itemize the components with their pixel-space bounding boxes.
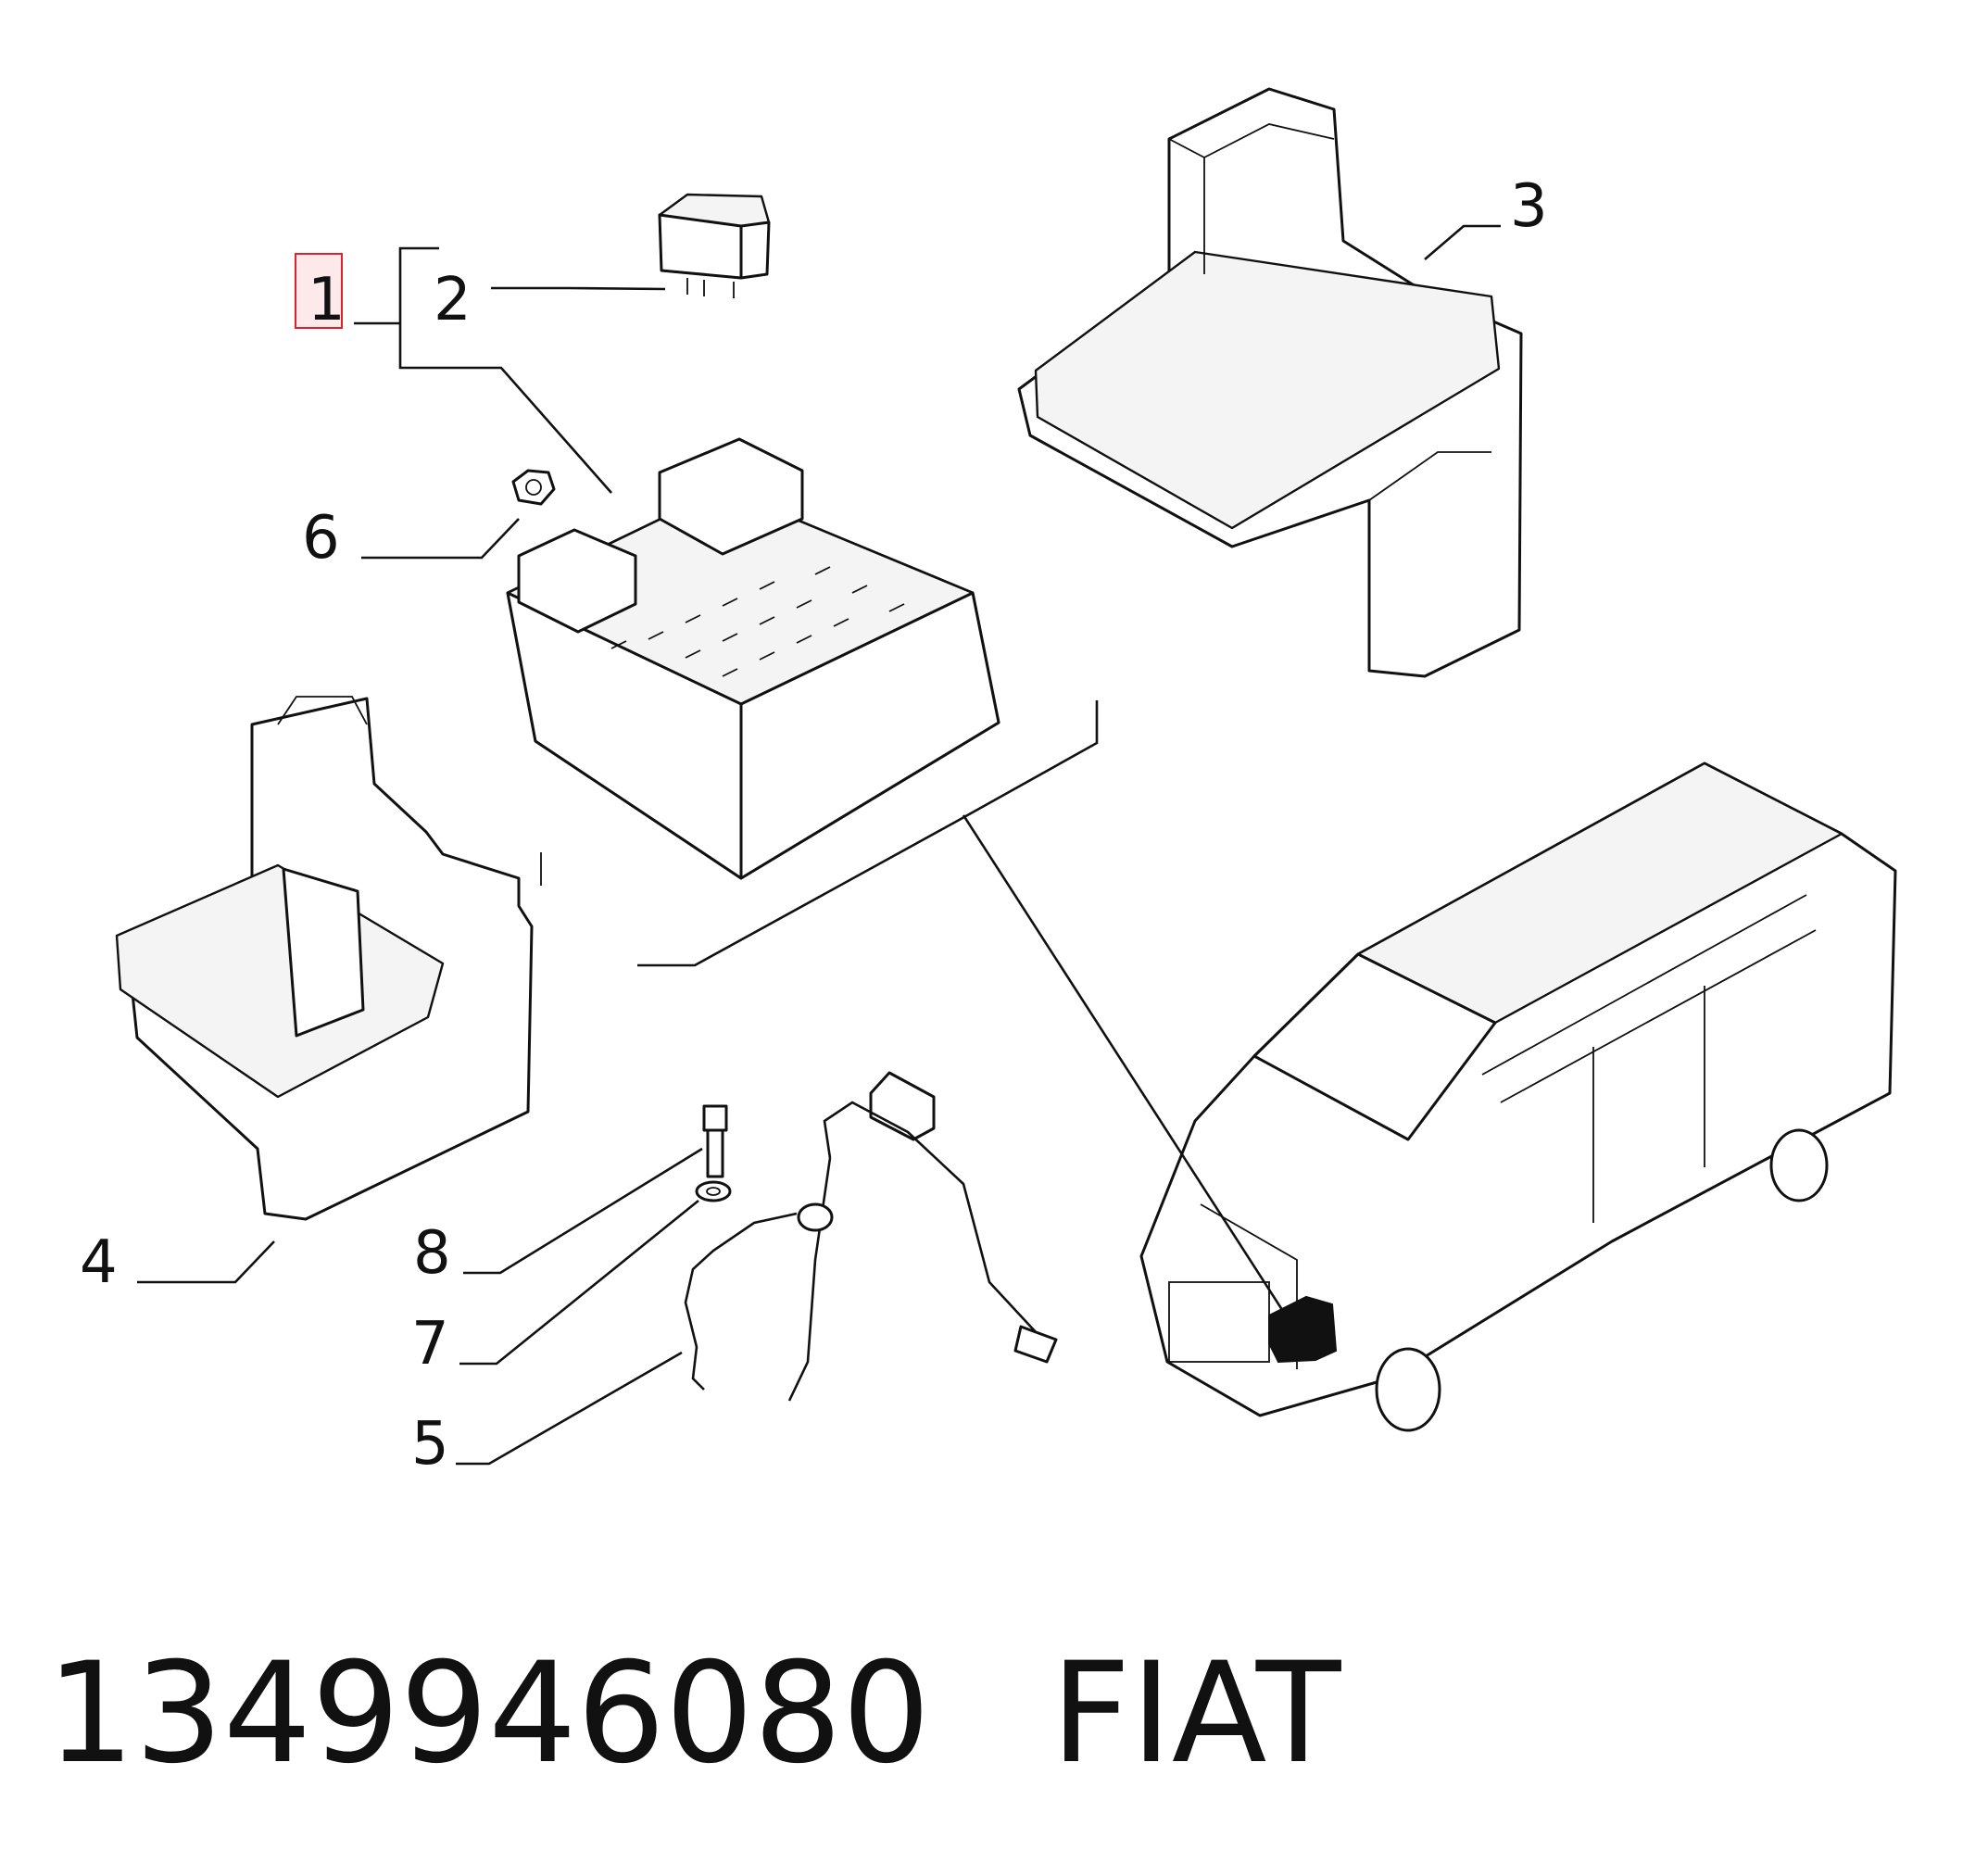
part-number: 1349946080	[46, 1633, 931, 1794]
nut-part[interactable]	[511, 469, 556, 506]
callout-5[interactable]: 5	[411, 1410, 449, 1479]
lower-housing-part[interactable]	[115, 696, 542, 1221]
fuse-box-part[interactable]	[506, 437, 1000, 880]
van-locator-illustration	[1139, 762, 1897, 1432]
part-number-footer: 1349946080 FIAT	[46, 1630, 1340, 1797]
callout-4[interactable]: 4	[80, 1228, 118, 1297]
bolt-part[interactable]	[702, 1104, 728, 1178]
fuse-box-cover-part[interactable]	[1017, 87, 1523, 678]
callout-7[interactable]: 7	[411, 1310, 449, 1378]
callouts: 1 2 3 4 5 6 7 8	[80, 172, 1548, 1479]
washer-part[interactable]	[695, 1180, 732, 1202]
fuse-box-location-marker	[1268, 1295, 1338, 1364]
callout-1[interactable]: 1	[308, 266, 346, 334]
relay-part[interactable]	[658, 193, 771, 298]
callout-3[interactable]: 3	[1510, 172, 1548, 241]
callout-8[interactable]: 8	[413, 1219, 451, 1288]
leader-lines	[137, 224, 1501, 1466]
callout-1-highlight	[295, 253, 343, 329]
exploded-parts-diagram: 1 2 3 4 5 6 7 8	[80, 87, 1897, 1479]
ground-bracket-part[interactable]	[684, 1071, 1058, 1402]
callout-6[interactable]: 6	[302, 504, 340, 573]
callout-2[interactable]: 2	[434, 266, 472, 334]
brand-name: FIAT	[1051, 1633, 1341, 1794]
